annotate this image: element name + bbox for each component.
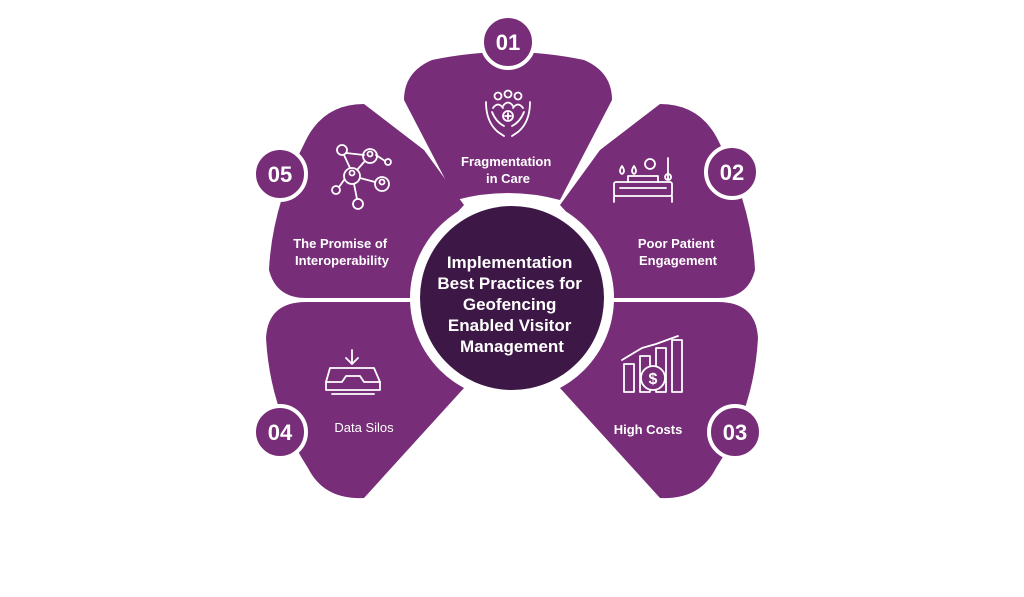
center-line-1: Implementation: [447, 253, 573, 272]
petal-02: [560, 104, 755, 298]
label-03: High Costs: [614, 422, 683, 437]
badge-01: 01: [480, 14, 536, 70]
center-circle: [420, 206, 604, 390]
petal-04: [266, 302, 464, 499]
badge-04: 04: [252, 404, 308, 460]
svg-text:02: 02: [720, 160, 744, 185]
label-01: Fragmentation in Care: [461, 154, 555, 186]
label-02: Poor Patient Engagement: [638, 236, 718, 268]
center-title: Implementation Best Practices for Geofen…: [437, 253, 586, 356]
inbox-tray-icon: [325, 349, 381, 395]
badge-03: 03: [707, 404, 763, 460]
petal-05: [269, 104, 464, 298]
center-line-5: Management: [460, 337, 564, 356]
svg-text:04: 04: [268, 420, 293, 445]
petal-03: [560, 302, 758, 499]
badge-02: 02: [704, 144, 760, 200]
network-people-icon: [331, 144, 392, 210]
center-line-2: Best Practices for: [437, 274, 582, 293]
svg-text:01: 01: [496, 30, 520, 55]
hands-people-icon: [485, 89, 531, 137]
label-04: Data Silos: [334, 420, 394, 435]
svg-text:03: 03: [723, 420, 747, 445]
svg-text:$: $: [649, 371, 658, 388]
petal-01: [404, 52, 612, 200]
hospital-bed-icon: [613, 157, 673, 203]
svg-text:05: 05: [268, 162, 292, 187]
center-line-4: Enabled Visitor: [448, 316, 572, 335]
rising-cost-chart-icon: $: [621, 335, 683, 393]
badge-05: 05: [252, 146, 308, 202]
center-line-3: Geofencing: [463, 295, 557, 314]
label-05: The Promise of Interoperability: [293, 236, 391, 268]
